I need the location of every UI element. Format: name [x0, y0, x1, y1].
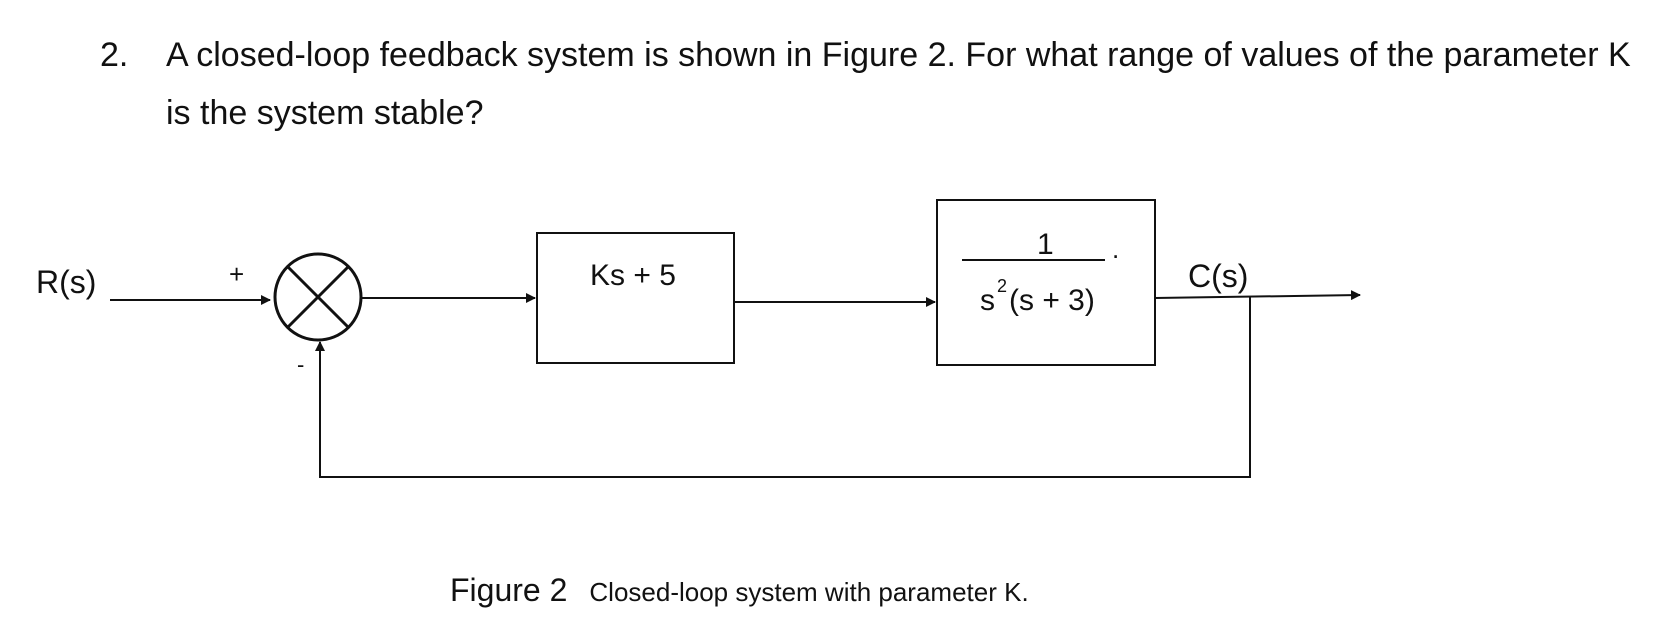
plant-denominator-base: s [980, 284, 995, 317]
summing-junction [273, 252, 363, 342]
plant-denominator-exponent: 2 [997, 276, 1007, 296]
plus-sign: + [229, 259, 244, 289]
figure-caption-text: Closed-loop system with parameter K. [589, 577, 1029, 607]
plant-numerator: 1 [1037, 228, 1054, 261]
controller-block-label: Ks + 5 [590, 259, 676, 292]
feedback-path [315, 297, 1251, 478]
question-number: 2. [100, 36, 129, 74]
plant-dot: . [1112, 234, 1119, 264]
controller-block [536, 232, 735, 364]
output-label: C(s) [1188, 258, 1248, 294]
input-label: R(s) [36, 264, 96, 300]
plant-denominator-rest: (s + 3) [1009, 284, 1095, 317]
figure-number: Figure 2 [450, 572, 568, 608]
question-text: A closed-loop feedback system is shown i… [166, 36, 1631, 132]
figure-caption: Figure 2 Closed-loop system with paramete… [450, 572, 1029, 609]
output-signal-line [1154, 290, 1361, 301]
minus-sign: - [297, 352, 304, 377]
plant-block [936, 199, 1156, 366]
